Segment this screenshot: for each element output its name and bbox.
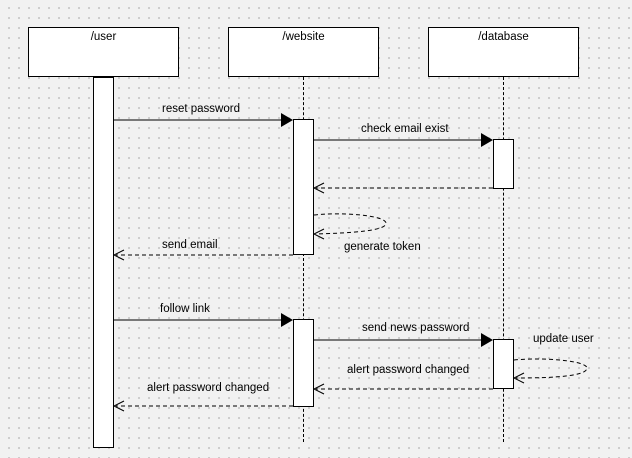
generate-token-arrowhead	[312, 228, 325, 240]
generate-token-self-arrow	[313, 213, 387, 235]
database-activation-bar-1[interactable]	[493, 139, 514, 189]
user-activation-bar[interactable]	[93, 77, 114, 448]
alert-password-changed-user-arrowhead	[112, 400, 125, 412]
lifeline-database-dashed-line	[503, 77, 504, 442]
check-email-exist-label: check email exist	[361, 123, 449, 135]
send-email-label: send email	[162, 239, 218, 251]
reset-password-label: reset password	[162, 103, 240, 115]
lifeline-user-box[interactable]: /user	[28, 27, 179, 77]
update-user-arrowhead	[512, 372, 525, 384]
lifeline-website-dashed-line	[303, 77, 304, 442]
send-news-password-arrowhead	[481, 333, 493, 347]
database-return-arrowhead	[312, 182, 325, 194]
alert-password-changed-user-label: alert password changed	[147, 382, 270, 394]
update-user-self-arrow	[513, 358, 588, 379]
website-activation-bar-2[interactable]	[293, 319, 314, 407]
generate-token-label: generate token	[344, 241, 421, 253]
lifeline-database-title: /database	[478, 31, 529, 43]
alert-password-changed-db-label: alert password changed	[347, 364, 470, 376]
lifeline-website-box[interactable]: /website	[228, 27, 379, 77]
send-news-password-label: send news password	[362, 322, 470, 334]
alert-password-changed-db-arrowhead	[312, 383, 325, 395]
website-activation-bar-1[interactable]	[293, 119, 314, 255]
reset-password-arrowhead	[281, 113, 293, 127]
update-user-label: update user	[533, 333, 594, 345]
follow-link-arrowhead	[281, 313, 293, 327]
check-email-arrowhead	[481, 133, 493, 147]
lifeline-database-box[interactable]: /database	[428, 27, 579, 77]
lifeline-website-title: /website	[282, 31, 325, 43]
database-activation-bar-2[interactable]	[493, 339, 514, 389]
follow-link-label: follow link	[160, 303, 210, 315]
lifeline-user-title: /user	[90, 31, 117, 43]
send-email-arrowhead	[112, 249, 125, 261]
